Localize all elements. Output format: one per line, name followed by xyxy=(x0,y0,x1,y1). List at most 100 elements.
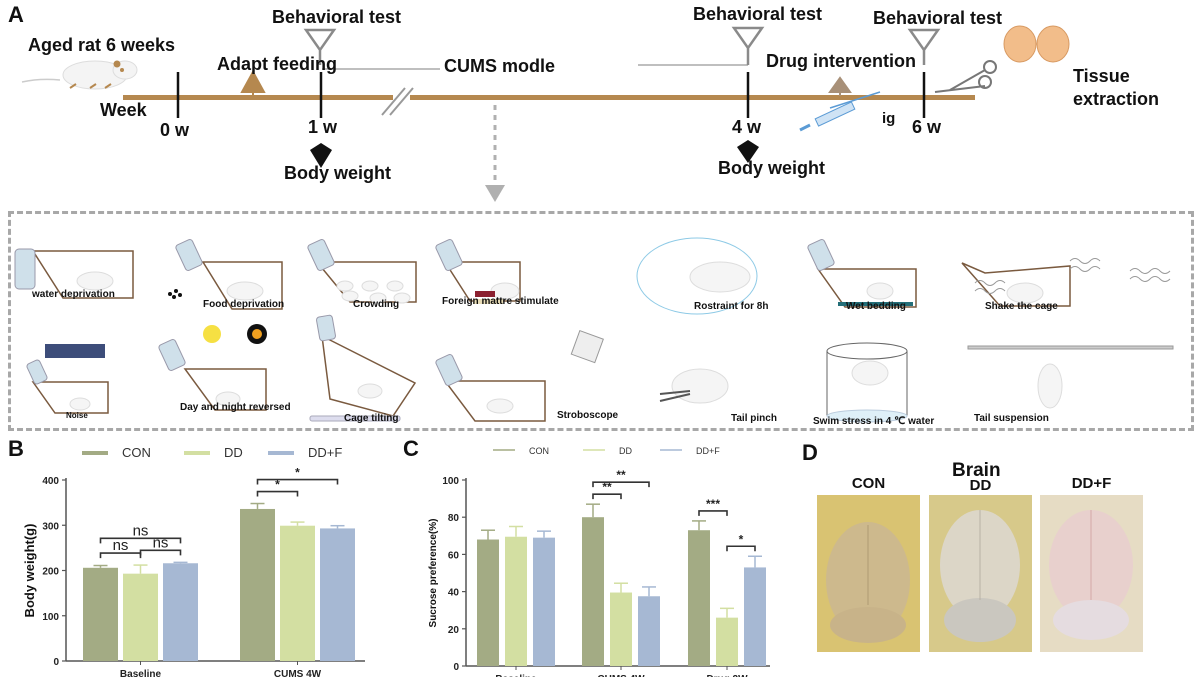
cums-model-label: CUMS modle xyxy=(444,56,556,76)
significance-bracket xyxy=(99,537,182,544)
significance-bracket xyxy=(698,510,728,516)
drug-intervention-arrow-icon xyxy=(828,76,852,96)
significance-bracket xyxy=(256,490,299,497)
bar-dd-cums4w xyxy=(610,592,632,666)
rat-icon xyxy=(21,60,138,90)
significance-label: * xyxy=(739,532,744,546)
cage-tilting-icon xyxy=(321,334,417,417)
wet-bedding-icon xyxy=(838,302,913,306)
stressor-illustrations xyxy=(14,237,1174,423)
route-label: ig xyxy=(882,110,896,127)
tilting-bottle-icon xyxy=(316,314,336,342)
bar-ddf-cums4w xyxy=(638,596,660,666)
timeline-bar-segment-1 xyxy=(123,95,393,100)
y-axis-label: Body weight(g) xyxy=(22,524,37,618)
cage-foreign-matter-icon xyxy=(443,261,521,302)
stressor-label: Foreign mattre stimulate xyxy=(442,296,559,307)
panel-label-b: B xyxy=(8,436,24,461)
body-weight-arrow-2-icon xyxy=(737,140,759,163)
legend-label: DD+F xyxy=(696,446,720,456)
significance-bracket xyxy=(592,493,622,500)
cage-wet-bedding-icon xyxy=(816,268,917,308)
y-tick-label: 400 xyxy=(42,476,59,487)
behavioral-test-label-3: Behavioral test xyxy=(873,8,1003,28)
noise-bottle-icon xyxy=(26,359,48,385)
dashed-down-arrow-icon xyxy=(485,105,505,202)
panel-label-a: A xyxy=(8,2,24,27)
significance-bracket xyxy=(256,478,339,485)
significance-label: ** xyxy=(602,480,612,494)
body-weight-arrow-1-icon xyxy=(310,143,332,168)
noise-device-icon xyxy=(45,344,105,358)
y-tick-label: 80 xyxy=(448,513,460,524)
syringe-icon xyxy=(799,91,881,132)
legend-swatch-ddf xyxy=(660,449,682,451)
behavioral-test-label-2: Behavioral test xyxy=(693,4,823,24)
cage-shake-icon xyxy=(961,262,1071,307)
legend-swatch-con xyxy=(82,451,108,455)
legend-swatch-dd xyxy=(184,451,210,455)
legend-swatch-dd xyxy=(583,449,605,451)
rat-icon xyxy=(76,271,114,291)
scissors-icon xyxy=(934,60,997,93)
strobe-light-icon xyxy=(570,329,604,364)
significance-label: * xyxy=(275,478,280,492)
significance-bracket xyxy=(99,552,142,559)
y-tick-label: 200 xyxy=(42,567,59,578)
stressor-label: Cage tilting xyxy=(344,413,399,424)
y-tick-label: 300 xyxy=(42,521,59,532)
y-tick-label: 20 xyxy=(448,625,460,636)
x-category-label: CUMS 4W xyxy=(597,674,645,677)
tick-label-6w: 6 w xyxy=(912,117,942,137)
foreign-matter-icon xyxy=(475,291,495,297)
panel-label-c: C xyxy=(403,436,419,461)
foreign-bottle-icon xyxy=(435,238,463,272)
drug-intervention-label: Drug intervention xyxy=(766,51,917,71)
y-tick-label: 100 xyxy=(42,612,59,623)
food-bottle-icon xyxy=(175,238,203,272)
significance-bracket xyxy=(592,481,650,488)
behavioral-test-marker-3-icon xyxy=(907,28,941,65)
break-mark-icon xyxy=(381,87,414,116)
bar-dd-cums4w xyxy=(280,525,315,661)
bar-ddf-baseline xyxy=(533,537,555,666)
bar-con-cums4w xyxy=(582,517,604,666)
legend-label: DD+F xyxy=(308,445,342,460)
rat-icon xyxy=(671,368,729,404)
x-category-label: Baseline xyxy=(120,669,162,677)
forceps-icon xyxy=(659,390,691,402)
brain-title: Brain xyxy=(952,460,1001,481)
stressor-label: Tail suspension xyxy=(974,413,1049,424)
adapt-feeding-label: Adapt feeding xyxy=(217,54,337,74)
legend-swatch-con xyxy=(493,449,515,451)
wet-bedding-bottle-icon xyxy=(807,238,835,272)
stressor-label: Rostraint for 8h xyxy=(694,301,769,312)
brain-group-label-dd: DD xyxy=(969,477,992,494)
cums-stressors-box xyxy=(8,211,1194,431)
behavioral-test-marker-1-icon xyxy=(303,28,337,65)
tick-label-0w: 0 w xyxy=(160,120,190,140)
brain-group-label-con: CON xyxy=(851,475,886,492)
bar-dd-baseline xyxy=(123,573,158,661)
y-tick-label: 0 xyxy=(453,662,459,673)
stressor-label: Swim stress in 4 ℃ water xyxy=(813,416,935,427)
stressor-label: Wet bedding xyxy=(846,301,906,312)
y-tick-label: 0 xyxy=(53,657,59,668)
adapt-feeding-arrow-icon xyxy=(240,69,266,96)
y-axis-label: Sucrose preference(%) xyxy=(428,519,439,628)
legend-swatch-ddf xyxy=(268,451,294,455)
bar-ddf-cums4w xyxy=(320,528,355,661)
behavioral-test-marker-2-icon xyxy=(731,26,765,65)
tissue-extraction-label-line1: Tissue xyxy=(1073,66,1130,86)
week-axis-label: Week xyxy=(100,100,147,120)
x-category-label: Baseline xyxy=(495,674,537,677)
x-category-label: Drug 2W xyxy=(706,674,748,677)
bar-con-baseline xyxy=(83,567,118,661)
stroboscope-bottle-icon xyxy=(435,353,463,387)
significance-label: ns xyxy=(113,537,129,554)
rat-icon xyxy=(689,261,751,293)
stressor-label: Noise xyxy=(66,411,88,420)
stressor-label: Tail pinch xyxy=(731,413,777,424)
stressor-label: Crowding xyxy=(353,299,400,310)
